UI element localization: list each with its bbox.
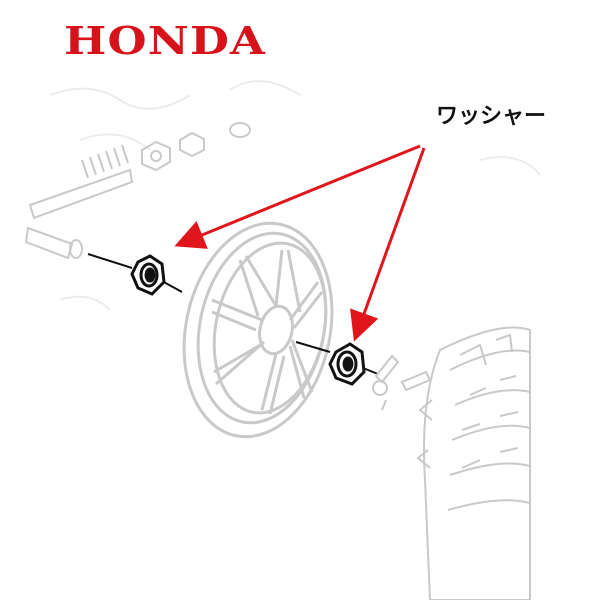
pin-hardware [372, 354, 432, 411]
axle-shaft [24, 144, 134, 260]
arrow-to-right-washer [350, 147, 426, 342]
arrow-to-left-washer [174, 144, 421, 249]
washer-right[interactable] [328, 342, 366, 386]
washer-callout-label: ワッシャー [436, 104, 547, 129]
background-sketch [49, 80, 541, 311]
mower-housing [416, 326, 531, 600]
callout-arrows [174, 144, 426, 342]
hex-nuts [141, 122, 251, 172]
honda-logo: HONDA [64, 18, 267, 63]
rear-wheel [182, 221, 334, 439]
washer-left[interactable] [130, 254, 166, 296]
